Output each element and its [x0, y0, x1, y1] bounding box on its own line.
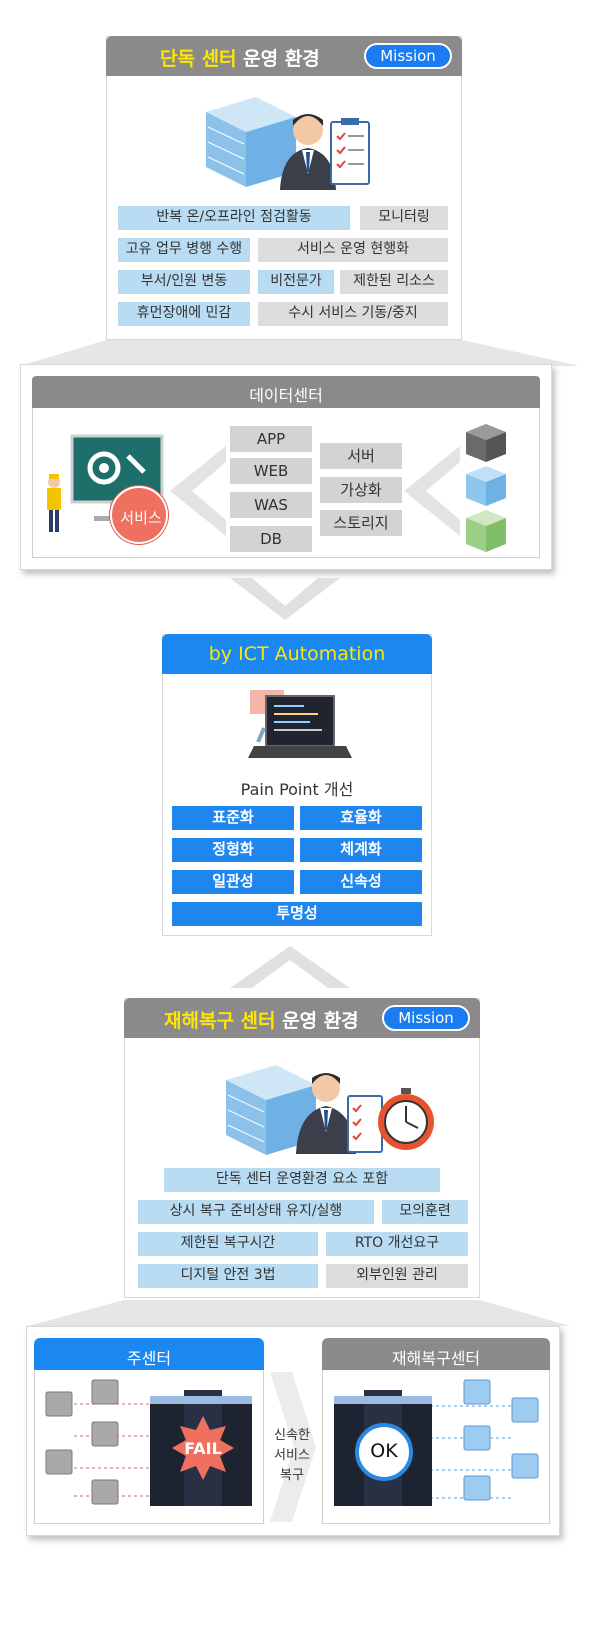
service-label: 서비스: [120, 509, 162, 527]
ok-circle-icon: [355, 1423, 413, 1481]
dr-center-title: 재해복구센터: [391, 1349, 481, 1368]
ict-tag: 정형화: [172, 838, 294, 862]
laptop-code-illustration: [248, 690, 352, 758]
ict-tag: 신속성: [300, 870, 422, 894]
standalone-tag: 모니터링: [360, 206, 448, 230]
dr-title: 재해복구 센터 운영 환경: [164, 1006, 359, 1033]
server-stack-illustration: [466, 424, 506, 552]
worker-person-icon: [47, 474, 61, 532]
datacenter-body: [32, 408, 540, 558]
stack-tag: WAS: [230, 492, 312, 518]
green-server-icon: [466, 510, 506, 552]
standalone-tag: 수시 서비스 기동/중지: [258, 302, 448, 326]
blue-server-icon: [466, 466, 506, 506]
stack-tag: APP: [230, 426, 312, 452]
checklist-icon: [347, 1095, 383, 1153]
standalone-title-highlight: 단독 센터: [160, 48, 237, 70]
service-circle: 서비스: [110, 486, 168, 544]
dark-server-icon: [466, 424, 506, 462]
fail-burst-icon: [172, 1416, 234, 1480]
standalone-tag: 제한된 리소스: [340, 270, 448, 294]
flow-chevron-up: [230, 946, 350, 988]
blue-server-icon: [463, 1379, 539, 1501]
infra-tag: 서버: [320, 443, 402, 469]
dr-tag: 디지털 안전 3법: [138, 1264, 318, 1288]
main-center-body: [34, 1370, 264, 1524]
dr-tag: 제한된 복구시간: [138, 1232, 318, 1256]
standalone-tag: 반복 온/오프라인 점검활동: [118, 206, 350, 230]
dr-tag: RTO 개선요구: [326, 1232, 468, 1256]
dr-center-header: 재해복구센터: [322, 1338, 550, 1370]
ok-label: OK: [370, 1440, 398, 1462]
failover-chevron: [270, 1372, 316, 1522]
ict-tag: 표준화: [172, 806, 294, 830]
ict-tag: 체계화: [300, 838, 422, 862]
dr-center-body: [322, 1370, 550, 1524]
ict-header: by ICT Automation: [162, 634, 432, 674]
standalone-title: 단독 센터 운영 환경: [160, 44, 320, 71]
dr-tag: 단독 센터 운영환경 요소 포함: [164, 1168, 440, 1192]
operator-person-icon: [280, 114, 336, 190]
fail-label: FAIL: [184, 1439, 222, 1458]
ict-title: by ICT Automation: [208, 643, 386, 665]
recovery-text-line3: 복구: [280, 1468, 304, 1483]
main-center-title: 주센터: [126, 1349, 172, 1368]
server-rack-icon: [206, 97, 296, 187]
perspective-connector: [28, 1300, 570, 1326]
flow-chevron-down: [230, 578, 340, 620]
infra-tag: 가상화: [320, 477, 402, 503]
gray-server-icon: [45, 1379, 119, 1505]
dr-tag: 모의훈련: [382, 1200, 468, 1224]
dr-tag: 외부인원 관리: [326, 1264, 468, 1288]
ict-tag: 투명성: [172, 902, 422, 926]
dr-title-rest: 운영 환경: [275, 1010, 359, 1032]
standalone-title-rest: 운영 환경: [236, 48, 320, 70]
ict-tag: 일관성: [172, 870, 294, 894]
standalone-tag: 휴먼장애에 민감: [118, 302, 250, 326]
standalone-tag: 부서/인원 변동: [118, 270, 250, 294]
standalone-mission-badge: Mission: [364, 43, 452, 69]
recovery-text-line2: 서비스: [274, 1448, 310, 1463]
perspective-connector: [20, 340, 580, 366]
ict-tag: 효율화: [300, 806, 422, 830]
infra-tag: 스토리지: [320, 510, 402, 536]
standalone-illustration: [206, 97, 370, 190]
standalone-tag: 서비스 운영 현행화: [258, 238, 448, 262]
dr-mission-badge: Mission: [382, 1005, 470, 1031]
dr-center-illustration: [334, 1379, 539, 1506]
ict-subtitle: Pain Point 개선: [240, 780, 354, 799]
flow-chevron-right: [404, 446, 460, 536]
laptop-code-icon: [248, 690, 352, 758]
standalone-header: 단독 센터 운영 환경 Mission: [106, 36, 462, 76]
stack-tag: DB: [230, 526, 312, 552]
datacenter-header: 데이터센터: [32, 376, 540, 408]
datacenter-title: 데이터센터: [249, 386, 323, 405]
recovery-text-line1: 신속한: [274, 1428, 310, 1443]
standalone-tag: 고유 업무 병행 수행: [118, 238, 250, 262]
flow-chevron-left: [170, 446, 226, 536]
stopwatch-icon: [378, 1088, 434, 1150]
operator-person-icon: [296, 1073, 356, 1154]
checklist-icon: [330, 118, 370, 185]
dr-tag: 상시 복구 준비상태 유지/실행: [138, 1200, 374, 1224]
standalone-tag: 비전문가: [258, 270, 334, 294]
main-center-illustration: [45, 1379, 252, 1506]
dr-illustration: [226, 1065, 434, 1155]
dr-title-highlight: 재해복구 센터: [164, 1010, 276, 1032]
dr-header: 재해복구 센터 운영 환경 Mission: [124, 998, 480, 1038]
main-center-header: 주센터: [34, 1338, 264, 1370]
stack-tag: WEB: [230, 458, 312, 484]
